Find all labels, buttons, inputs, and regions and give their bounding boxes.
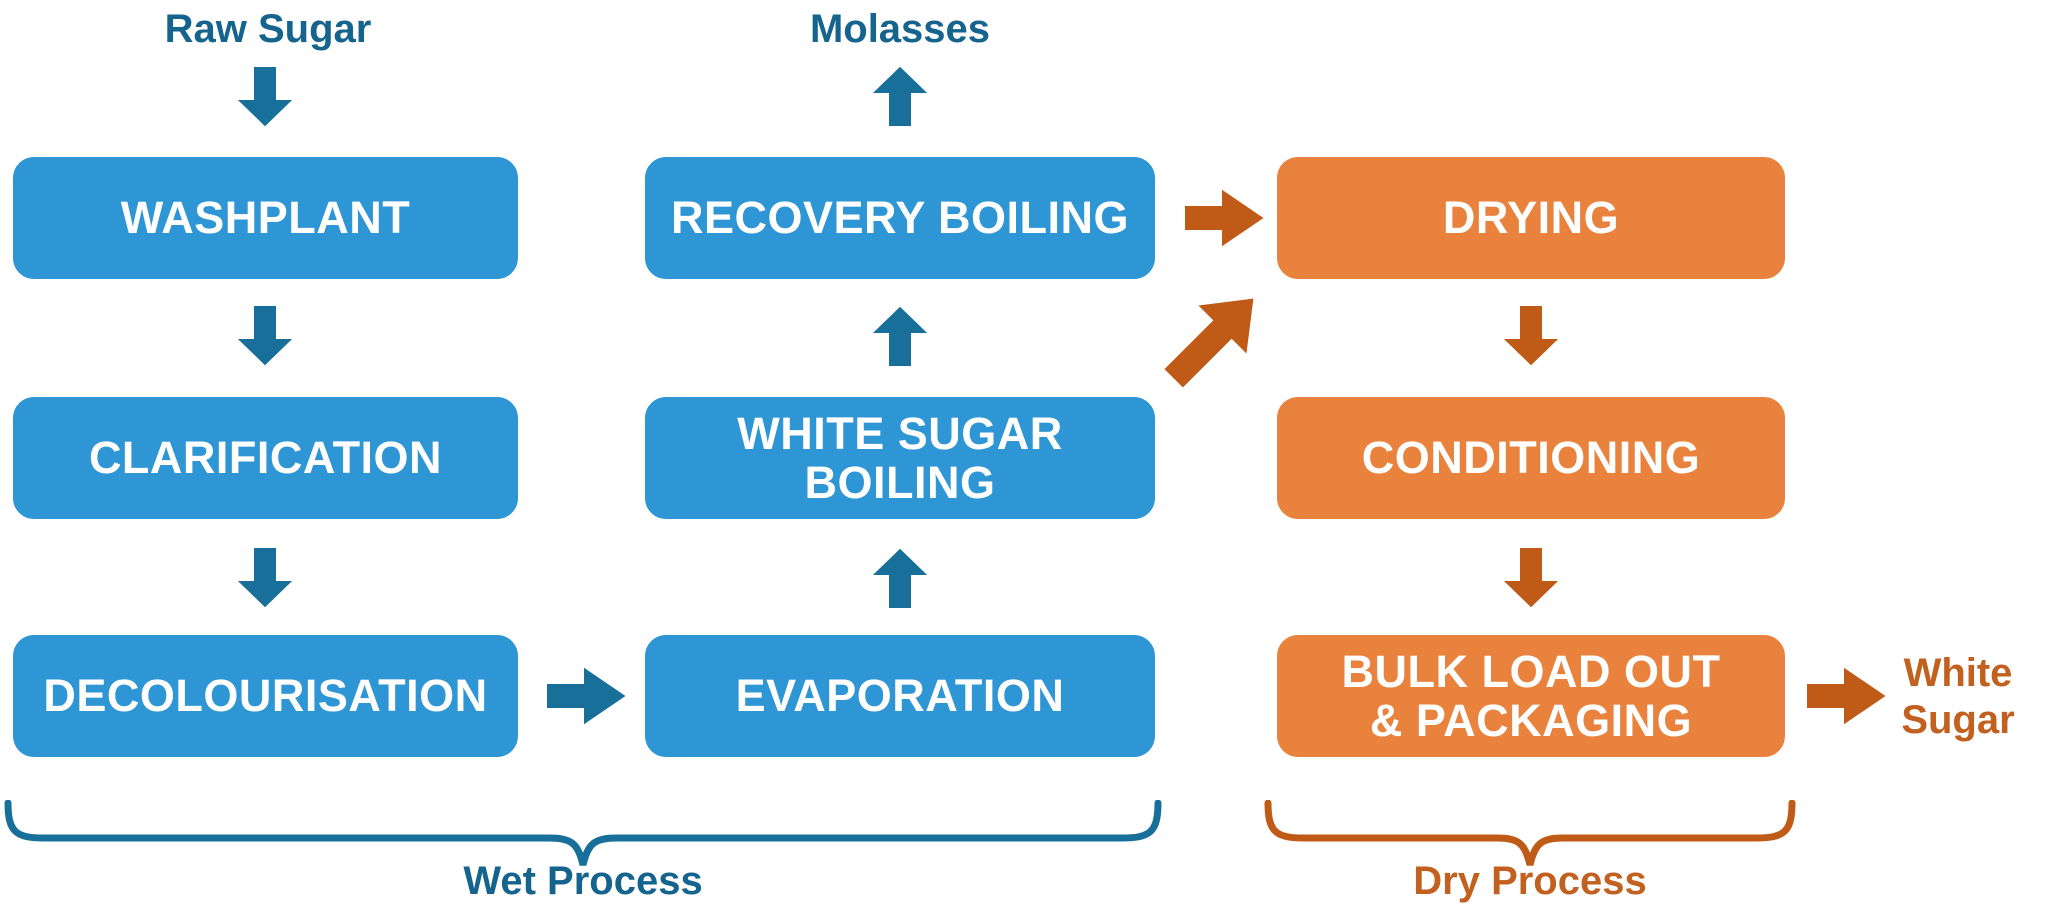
arrow-up-icon-evaporation-to-white-sugar-boiling — [865, 543, 935, 612]
label-white-sugar: White Sugar — [1901, 651, 2015, 743]
arrow-diagonal-icon-white-sugar-boiling-to-drying — [1158, 293, 1259, 394]
label-molasses: Molasses — [809, 7, 991, 51]
arrow-down-icon-raw-sugar-to-washplant — [230, 63, 300, 132]
process-box-washplant: WASHPLANT — [8, 152, 523, 284]
process-box-decolourisation: DECOLOURISATION — [8, 630, 523, 762]
arrow-up-icon-white-sugar-boiling-to-recovery-boiling — [865, 301, 935, 370]
arrow-up-icon-recovery-boiling-to-molasses — [865, 61, 935, 130]
wet-process-brace — [4, 800, 1162, 866]
process-box-conditioning: CONDITIONING — [1272, 392, 1790, 524]
arrow-right-icon-recovery-boiling-to-drying — [1181, 182, 1270, 254]
process-box-white-sugar-boiling: WHITE SUGAR BOILING — [640, 392, 1160, 524]
label-dry-process: Dry Process — [1413, 859, 1647, 903]
label-raw-sugar: Raw Sugar — [164, 7, 372, 51]
label-wet-process: Wet Process — [463, 859, 703, 903]
process-box-evaporation: EVAPORATION — [640, 630, 1160, 762]
arrow-down-icon-drying-to-conditioning — [1496, 302, 1566, 371]
arrow-down-icon-washplant-to-clarification — [230, 302, 300, 371]
arrow-right-icon-bulk-load-out-to-white-sugar — [1803, 660, 1892, 732]
process-group-braces — [4, 800, 1796, 866]
process-box-bulk-load-out: BULK LOAD OUT & PACKAGING — [1272, 630, 1790, 762]
process-box-drying: DRYING — [1272, 152, 1790, 284]
dry-process-brace — [1264, 800, 1796, 866]
arrow-down-icon-clarification-to-decolourisation — [230, 544, 300, 613]
arrow-right-icon-decolourisation-to-evaporation — [543, 660, 632, 732]
arrow-down-icon-conditioning-to-bulk-load-out — [1496, 544, 1566, 613]
process-box-recovery-boiling: RECOVERY BOILING — [640, 152, 1160, 284]
process-box-clarification: CLARIFICATION — [8, 392, 523, 524]
